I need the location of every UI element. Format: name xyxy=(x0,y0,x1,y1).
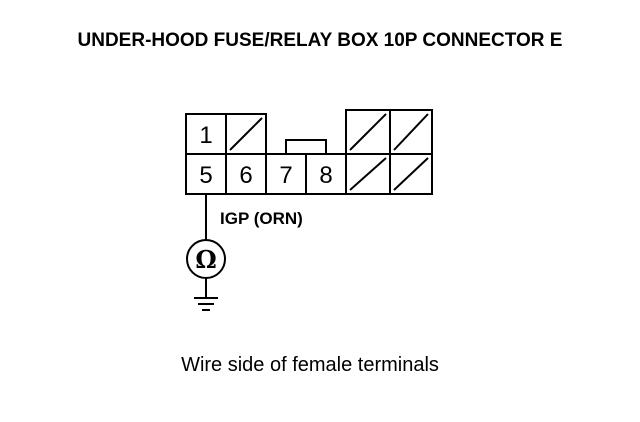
pin-label-1: 1 xyxy=(199,122,212,149)
locking-tab xyxy=(285,139,327,154)
pin-label-7: 7 xyxy=(279,162,292,189)
wire-label: IGP (ORN) xyxy=(220,209,303,228)
pin-label-5: 5 xyxy=(199,162,212,189)
pin-label-6: 6 xyxy=(239,162,252,189)
pin-label-8: 8 xyxy=(319,162,332,189)
connector-housing xyxy=(185,109,433,195)
empty-cavity-marks xyxy=(229,113,429,191)
ground-icon xyxy=(194,297,218,311)
diagram-title: UNDER-HOOD FUSE/RELAY BOX 10P CONNECTOR … xyxy=(77,30,563,51)
diagram-caption: Wire side of female terminals xyxy=(181,354,439,376)
cavity-empty-bottom-6 xyxy=(389,153,433,195)
ohm-symbol: Ω xyxy=(195,245,216,274)
